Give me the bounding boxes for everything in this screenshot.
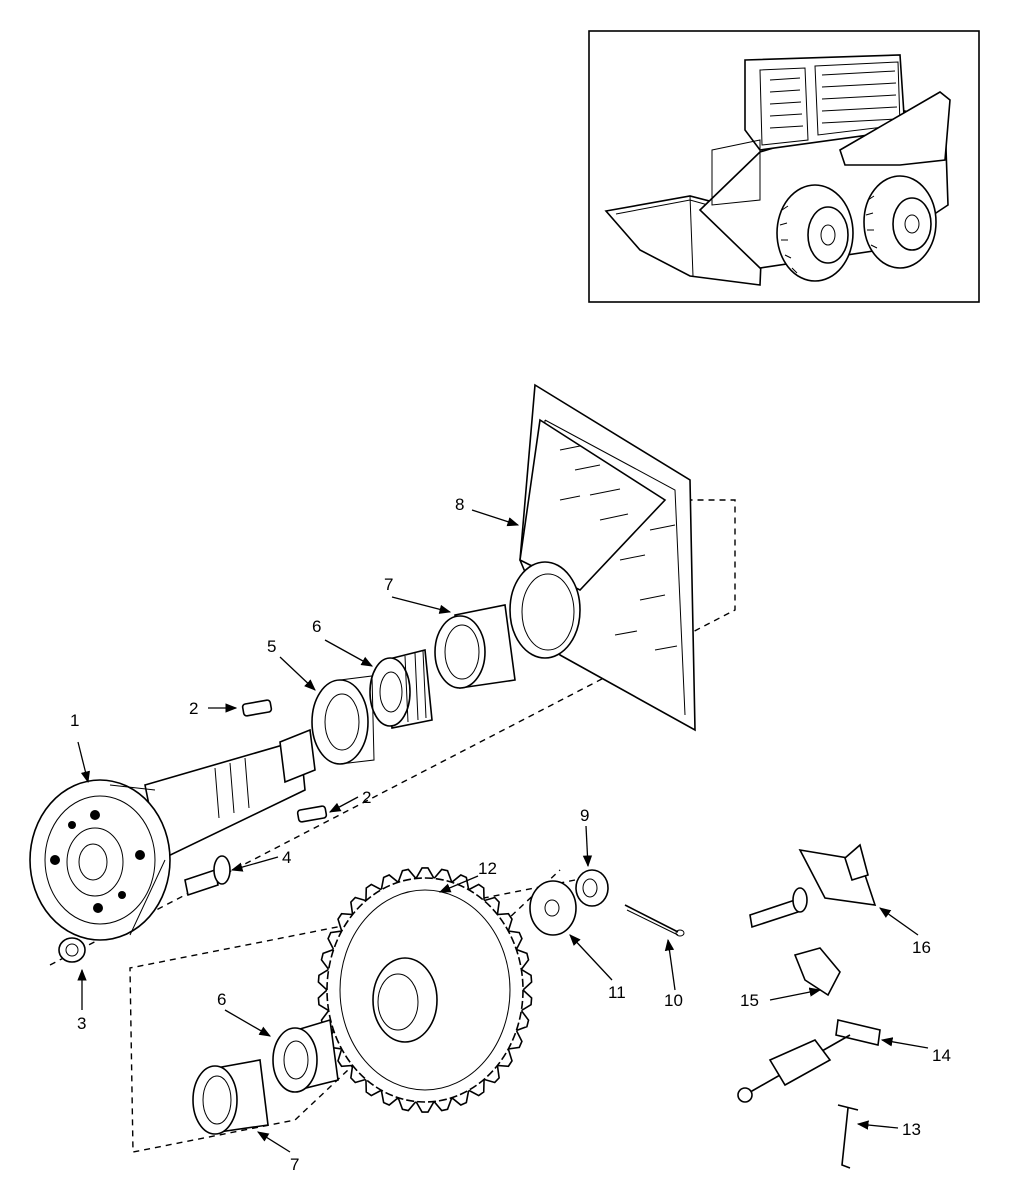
callout-1: 1	[70, 711, 79, 730]
callout-7-lower: 7	[290, 1155, 299, 1174]
seal	[311, 675, 375, 765]
castle-nut	[575, 869, 609, 907]
callout-9: 9	[580, 806, 589, 825]
shaft-key-upper	[241, 699, 273, 717]
callout-2-lower: 2	[362, 788, 371, 807]
callout-4: 4	[282, 848, 291, 867]
rod-key	[837, 1104, 859, 1169]
machine-inset	[588, 30, 980, 303]
axle-housing	[509, 383, 696, 732]
callout-6-lower: 6	[217, 990, 226, 1009]
callout-5: 5	[267, 637, 276, 656]
callout-labels: 1 2 2 3 4 5 6 6 7 7 8 9 10 11 12 13 14 1…	[70, 495, 951, 1174]
bearing-cone-lower	[272, 1018, 339, 1093]
wheel-bolt	[184, 855, 231, 897]
mounting-bracket	[749, 843, 877, 929]
callout-15: 15	[740, 991, 759, 1010]
callout-12: 12	[478, 859, 497, 878]
sprocket-gear-icon	[317, 867, 533, 1113]
callout-6-upper: 6	[312, 617, 321, 636]
callout-7-upper: 7	[384, 575, 393, 594]
callout-3: 3	[77, 1014, 86, 1033]
callout-11: 11	[608, 983, 626, 1002]
shaft-key-lower	[296, 805, 328, 823]
cotter-pin	[624, 904, 685, 937]
clip	[793, 947, 841, 997]
bearing-cup-lower	[192, 1059, 269, 1135]
callout-8: 8	[455, 495, 464, 514]
washer	[529, 880, 577, 936]
wheel-nut	[58, 937, 86, 963]
callout-2-upper: 2	[189, 699, 198, 718]
callout-13: 13	[902, 1120, 921, 1139]
callout-14: 14	[932, 1046, 951, 1065]
bearing-cup-upper	[434, 604, 516, 689]
callout-10: 10	[664, 991, 683, 1010]
callout-16: 16	[912, 938, 931, 957]
skid-steer-loader-icon	[604, 54, 951, 286]
bearing-cone-upper	[369, 648, 433, 729]
axle-shaft-icon	[29, 728, 316, 941]
leader-arrows	[77, 509, 929, 1153]
tensioner-rod	[737, 1019, 881, 1103]
